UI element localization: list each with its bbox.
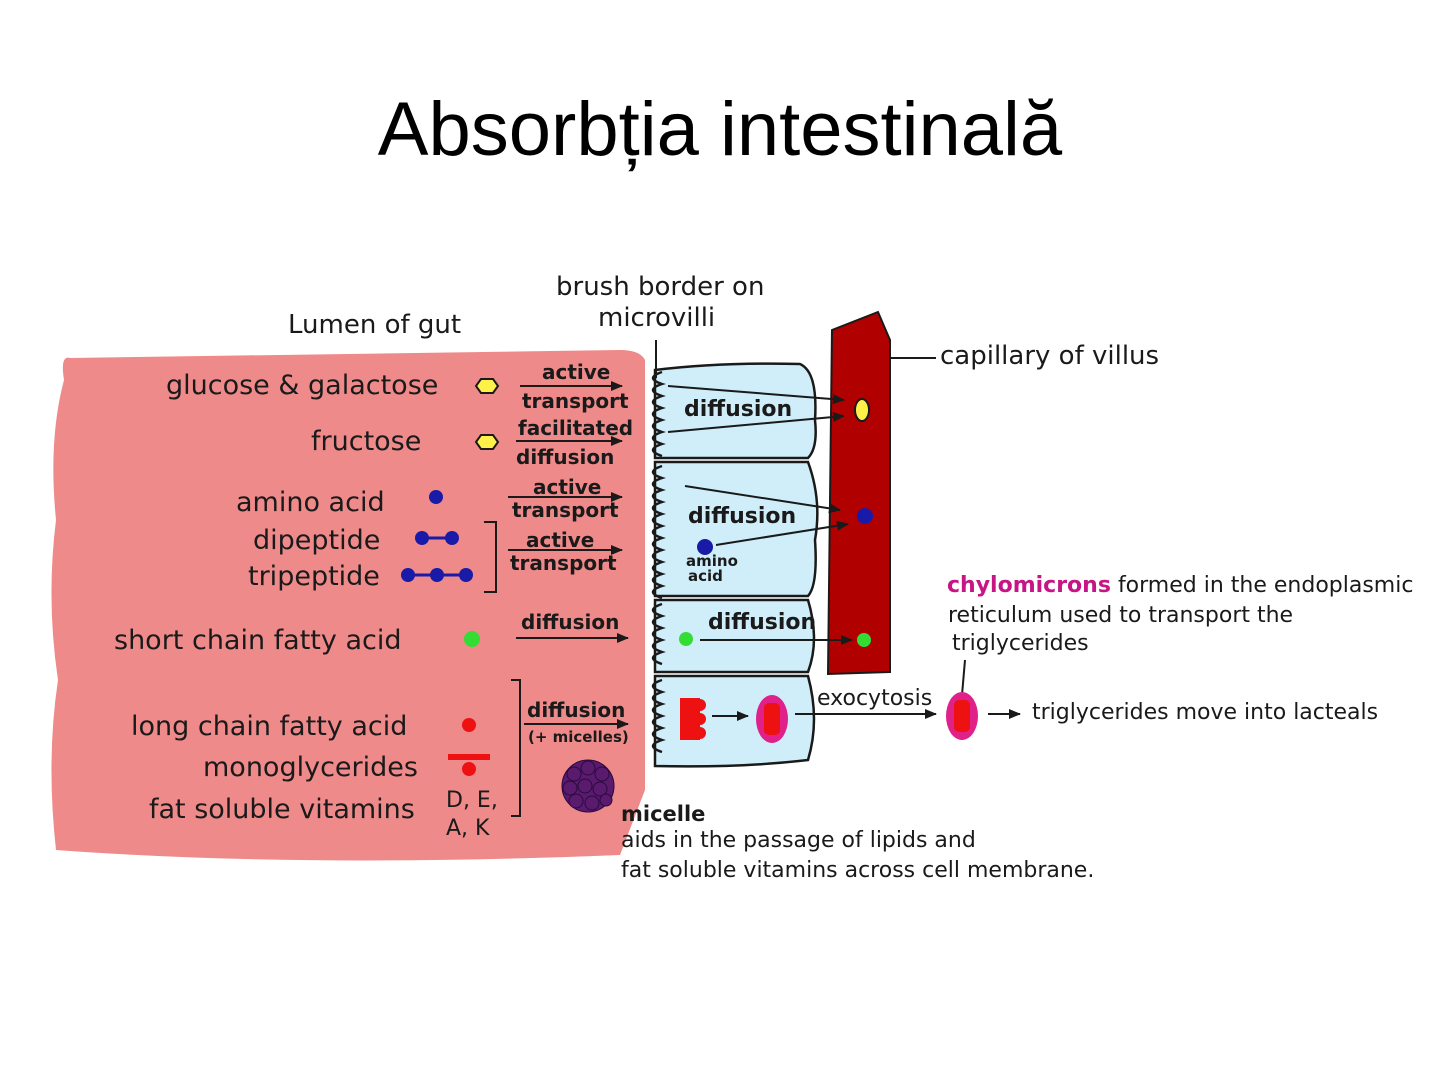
capillary-scfa-dot [857, 633, 871, 647]
peptide-arrow-label-2: transport [510, 551, 617, 575]
dipeptide-label: dipeptide [253, 525, 381, 556]
monoglycerides-label: monoglycerides [203, 752, 418, 783]
epithelial-cell-2 [653, 460, 819, 598]
page-title: Absorbția intestinală [377, 87, 1063, 172]
cell-chylomicron [756, 695, 788, 743]
lcfa-dot [462, 718, 476, 732]
micelle-title: micelle [621, 802, 706, 826]
lacteals-label: triglycerides move into lacteals [1032, 700, 1379, 725]
fructose-arrow-label-2: diffusion [516, 445, 615, 469]
micelle-cluster [561, 759, 615, 813]
chylomicron-note-line-1: chylomicrons formed in the endoplasmic [947, 575, 1413, 597]
cell-amino-label: amino [686, 552, 738, 570]
chylomicron-leader [961, 659, 966, 696]
capillary [826, 310, 891, 676]
glucose-arrow-label-1: active [542, 360, 611, 384]
capillary-amino-dot [857, 508, 873, 524]
chylomicron-note-rest: formed in the endoplasmic [1117, 573, 1414, 598]
glucose-molecule [474, 378, 500, 394]
fat-vitamins-label: fat soluble vitamins [149, 794, 415, 825]
brush-border-label-1: brush border on [556, 272, 765, 302]
exocytosis-label: exocytosis [817, 686, 933, 711]
tripeptide-label: tripeptide [248, 561, 380, 592]
scfa-dot [464, 631, 480, 647]
brush-border-label-2: microvilli [598, 303, 716, 333]
lipid-bracket [511, 679, 521, 817]
vitamins-label-1: D, E, [446, 788, 498, 813]
cell-diffusion-label-1: diffusion [684, 397, 793, 422]
released-chylomicron [946, 692, 978, 740]
amino-acid-dot [429, 490, 443, 504]
fructose-arrow-label-1: facilitated [518, 416, 634, 440]
dipeptide-molecule [415, 531, 459, 545]
microvilli [651, 370, 666, 754]
glucose-arrow-label-2: transport [522, 389, 629, 413]
glucose-label: glucose & galactose [166, 370, 439, 401]
lipid-arrow-label-1: diffusion [527, 698, 626, 722]
micelle-note-line-1: aids in the passage of lipids and [621, 828, 976, 853]
cell-amino-dot [697, 539, 713, 555]
cell-diffusion-label-2: diffusion [688, 504, 797, 529]
capillary-label: capillary of villus [940, 341, 1160, 371]
lumen-of-gut [51, 350, 646, 861]
chylomicron-note-line-3: triglycerides [952, 631, 1089, 656]
epithelial-cell-4 [653, 674, 816, 768]
amino-arrow-label-2: transport [512, 498, 619, 522]
cell-diffusion-label-3: diffusion [708, 610, 817, 635]
monoglyceride-molecule [448, 754, 490, 776]
vitamins-label-2: A, K [446, 816, 490, 841]
cell-triglyceride [680, 698, 706, 740]
fructose-diffusion-arrow [667, 412, 845, 433]
cell-scfa-dot [679, 632, 693, 646]
fructose-label: fructose [311, 426, 422, 457]
fructose-molecule [474, 434, 500, 450]
lumen-label: Lumen of gut [288, 310, 462, 340]
amino-acid-label: amino acid [236, 487, 385, 518]
chylomicron-note-line-2: reticulum used to transport the [948, 603, 1294, 628]
capillary-glucose [854, 398, 870, 422]
scfa-label: short chain fatty acid [114, 625, 402, 656]
lcfa-label: long chain fatty acid [131, 711, 408, 742]
peptide-arrow-label-1: active [526, 528, 595, 552]
cell-acid-label: acid [688, 567, 723, 585]
amino-arrow-label-1: active [533, 475, 602, 499]
scfa-arrow-label: diffusion [521, 610, 620, 634]
glucose-diffusion-arrow [667, 385, 845, 405]
epithelial-cell-3 [653, 598, 816, 674]
lipid-arrow-label-2: (+ micelles) [528, 728, 629, 746]
amino-diffusion-arrow-1 [684, 485, 841, 514]
chylomicrons-keyword: chylomicrons [947, 573, 1111, 598]
micelle-note-line-2: fat soluble vitamins across cell membran… [621, 858, 1095, 883]
peptide-bracket [484, 521, 497, 593]
amino-diffusion-arrow-2 [715, 520, 849, 546]
tripeptide-molecule [401, 568, 473, 582]
